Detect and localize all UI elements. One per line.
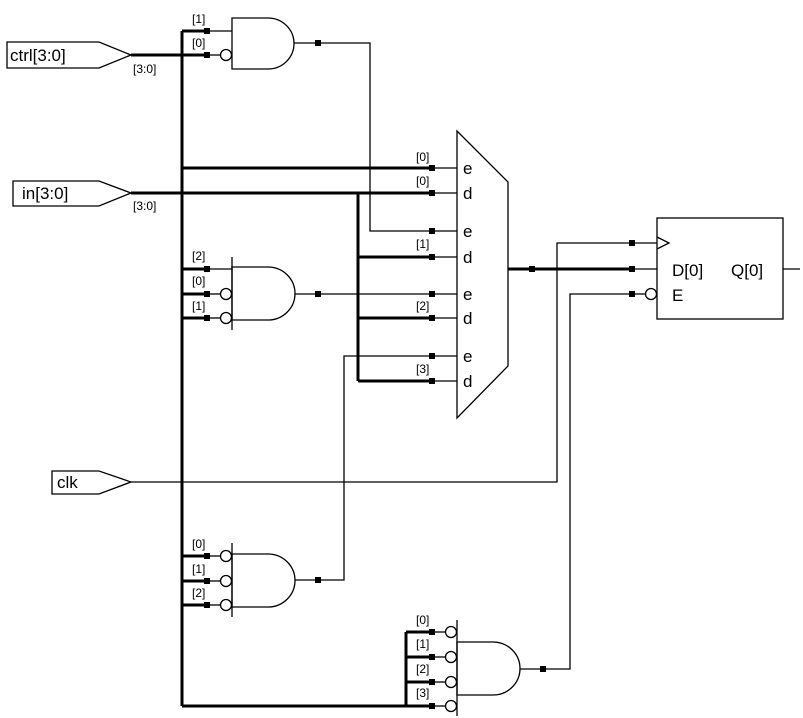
and-gate-3 bbox=[207, 543, 318, 617]
mux-sel-0-pin: e bbox=[463, 159, 472, 178]
mux-data-3-pin: d bbox=[463, 372, 472, 391]
and3-input-c-index: [2] bbox=[192, 586, 205, 600]
in-bus-range: [3:0] bbox=[133, 199, 156, 213]
in-port-label: in[3:0] bbox=[22, 184, 68, 203]
and4-input-c-index: [2] bbox=[416, 662, 429, 676]
ctrl-bus bbox=[131, 29, 207, 706]
in-bus bbox=[131, 191, 432, 383]
and4-input-a-index: [0] bbox=[416, 613, 429, 627]
clk-port-label: clk bbox=[57, 473, 78, 492]
ctrl-port-label: ctrl[3:0] bbox=[10, 46, 66, 65]
and4-to-enable-wire bbox=[543, 293, 632, 670]
and2-input-c-index: [1] bbox=[192, 299, 205, 313]
clk-wire bbox=[131, 242, 632, 483]
mux-sel-2-pin: e bbox=[463, 285, 472, 304]
mux-data-2-pin: d bbox=[463, 309, 472, 328]
ctrl-bus-branches bbox=[182, 166, 432, 708]
ff-q-pin: Q[0] bbox=[731, 261, 763, 280]
mux-data-3-index: [3] bbox=[416, 362, 429, 376]
mux-data-1-pin: d bbox=[463, 248, 472, 267]
in-port[interactable]: in[3:0] bbox=[12, 180, 133, 207]
ctrl-bus-range: [3:0] bbox=[133, 62, 156, 76]
and2-input-a-index: [2] bbox=[192, 249, 205, 263]
ff-d-pin: D[0] bbox=[672, 261, 703, 280]
ff-e-pin: E bbox=[672, 286, 683, 305]
and4-input-d-index: [3] bbox=[416, 686, 429, 700]
and-gate-1 bbox=[207, 17, 318, 70]
clk-port[interactable]: clk bbox=[51, 470, 133, 495]
and2-input-b-index: [0] bbox=[192, 274, 205, 288]
and1-input-b-index: [0] bbox=[192, 36, 205, 50]
mux-data-2-index: [2] bbox=[416, 299, 429, 313]
and1-to-mux-wire bbox=[318, 42, 432, 232]
mux-data-0-index: [0] bbox=[416, 174, 429, 188]
junction-dots bbox=[204, 28, 635, 709]
mux bbox=[432, 129, 509, 420]
and3-input-a-index: [0] bbox=[192, 537, 205, 551]
and-gate-4 bbox=[432, 620, 543, 716]
flip-flop bbox=[632, 217, 784, 320]
mux-sel-3-pin: e bbox=[463, 347, 472, 366]
mux-data-1-index: [1] bbox=[416, 237, 429, 251]
and3-input-b-index: [1] bbox=[192, 562, 205, 576]
mux-sel-0-index: [0] bbox=[416, 150, 429, 164]
and3-to-mux-wire bbox=[318, 355, 432, 581]
mux-data-0-pin: d bbox=[463, 184, 472, 203]
and1-input-a-index: [1] bbox=[192, 12, 205, 26]
and4-input-b-index: [1] bbox=[416, 637, 429, 651]
ctrl-port[interactable]: ctrl[3:0] bbox=[6, 41, 133, 69]
mux-sel-1-pin: e bbox=[463, 222, 472, 241]
and-gate-2 bbox=[207, 257, 318, 330]
